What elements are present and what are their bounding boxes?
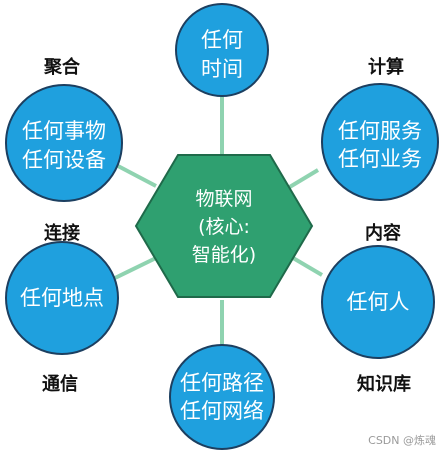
node-thing-line-2: 任何设备 bbox=[22, 148, 106, 172]
node-time: 任何 时间 bbox=[175, 3, 269, 97]
node-place: 任何地点 bbox=[5, 241, 119, 355]
connector-thing bbox=[117, 164, 157, 188]
node-place-line-1: 任何地点 bbox=[20, 286, 104, 310]
category-communicate: 通信 bbox=[42, 373, 78, 395]
node-person-line-1: 任何人 bbox=[347, 290, 410, 314]
node-path-line-1: 任何路径 bbox=[180, 371, 264, 395]
node-time-line-1: 任何 bbox=[201, 28, 243, 52]
connector-service bbox=[286, 168, 320, 190]
category-knowledge: 知识库 bbox=[357, 373, 411, 395]
node-service: 任何服务 任何业务 bbox=[321, 83, 439, 201]
node-service-line-1: 任何服务 bbox=[338, 119, 422, 143]
category-aggregate: 聚合 bbox=[43, 56, 81, 78]
category-connect: 连接 bbox=[44, 222, 80, 244]
category-compute: 计算 bbox=[368, 56, 404, 78]
node-path-line-2: 任何网络 bbox=[180, 399, 264, 423]
node-service-line-2: 任何业务 bbox=[338, 147, 422, 171]
connector-place bbox=[114, 256, 157, 280]
node-person: 任何人 bbox=[321, 245, 435, 359]
hub-node: 物联网 (核心: 智能化) bbox=[134, 154, 314, 298]
node-time-line-2: 时间 bbox=[201, 57, 243, 81]
category-content: 内容 bbox=[365, 222, 401, 244]
hub-line-1: 物联网 bbox=[195, 188, 252, 210]
hub-hexagon bbox=[134, 154, 314, 298]
node-thing-line-1: 任何事物 bbox=[22, 119, 106, 143]
hub-line-2: (核心: bbox=[198, 216, 250, 238]
watermark: CSDN @炼魂 bbox=[368, 433, 436, 447]
hub-line-3: 智能化) bbox=[192, 244, 256, 266]
node-path: 任何路径 任何网络 bbox=[169, 344, 275, 450]
node-thing: 任何事物 任何设备 bbox=[5, 84, 123, 202]
